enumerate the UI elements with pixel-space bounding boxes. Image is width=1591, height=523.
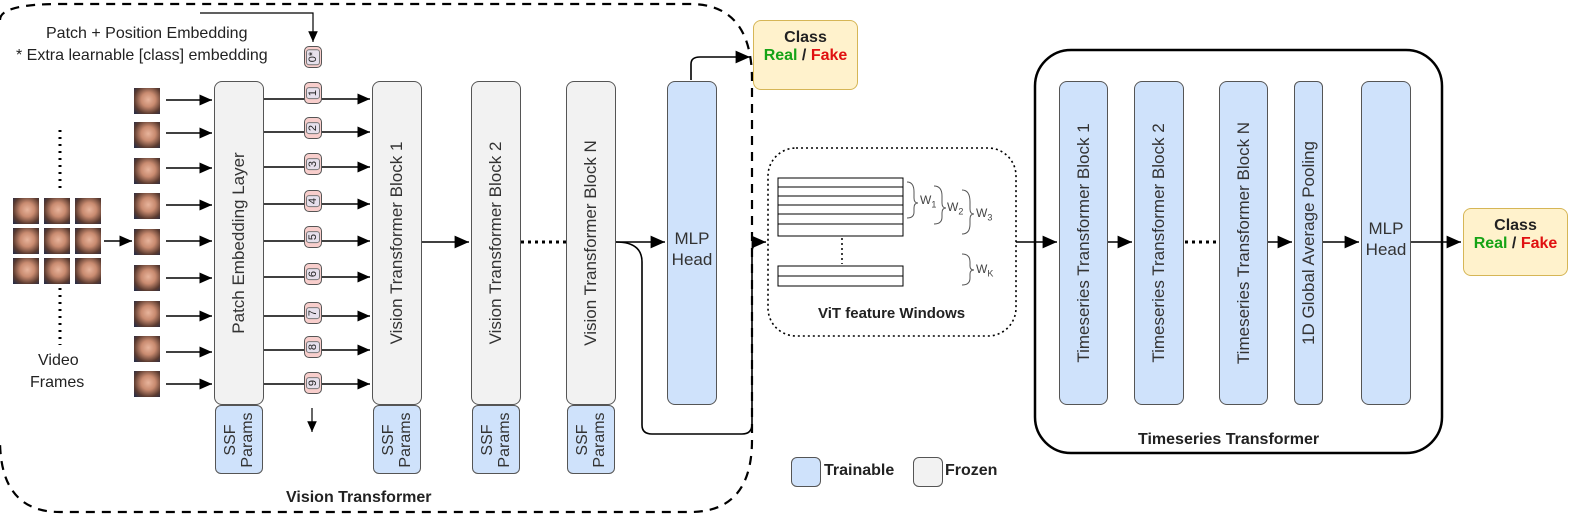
ts-mlp-label-2: Head [1365, 240, 1407, 259]
token: 1 [304, 82, 322, 104]
ts-block-2-label: Timeseries Transformer Block 2 [1149, 123, 1168, 363]
vit-block-n: Vision Transformer Block N [566, 81, 616, 405]
token-label: 2 [306, 121, 320, 135]
token-class: 0* [304, 46, 322, 68]
ssf-label-2: Params [239, 411, 256, 468]
frame-thumb [44, 228, 70, 254]
legend-trainable-label: Trainable [824, 462, 895, 479]
frame-thumb [44, 198, 70, 224]
frame-thumb [13, 258, 39, 284]
vit-mlp-label-2: Head [671, 250, 713, 269]
ssf-label-1: SSF [574, 423, 591, 456]
ssf-label-1: SSF [380, 423, 397, 456]
ts-block-n: Timeseries Transformer Block N [1219, 81, 1268, 405]
class-sep: / [1507, 235, 1521, 252]
ts-block-2: Timeseries Transformer Block 2 [1134, 81, 1184, 405]
class-real: Real [763, 47, 798, 64]
ts-block-1-label: Timeseries Transformer Block 1 [1073, 123, 1093, 363]
class-fake: Fake [1520, 235, 1558, 252]
patch-thumb [134, 371, 160, 397]
vit-block-2-label: Vision Transformer Block 2 [486, 141, 505, 345]
frame-thumb [75, 258, 101, 284]
token: 6 [304, 263, 322, 285]
legend-frozen-label: Frozen [945, 462, 998, 479]
frame-thumb [75, 228, 101, 254]
ts-block-n-label: Timeseries Transformer Block N [1233, 121, 1253, 365]
patch-thumb [134, 122, 160, 148]
ts-title: Timeseries Transformer [1138, 431, 1320, 448]
window-w3-label: W3 [976, 206, 993, 223]
video-frames-label-1: Video [38, 352, 79, 369]
ts-block-1: Timeseries Transformer Block 1 [1059, 81, 1108, 405]
legend-trainable-swatch [791, 457, 821, 487]
class-real: Real [1473, 235, 1508, 252]
patch-thumb [134, 301, 160, 327]
token-label: 1 [306, 86, 320, 100]
patch-embedding-layer: Patch Embedding Layer [214, 81, 264, 405]
frame-thumb [13, 198, 39, 224]
token: 4 [304, 190, 322, 212]
token: 7 [304, 302, 322, 324]
frame-thumb [44, 258, 70, 284]
patch-thumb [134, 229, 160, 255]
vit-mlp-head: MLP Head [667, 81, 717, 405]
token-label: 3 [306, 157, 320, 171]
ssf-label-2: Params [591, 411, 608, 468]
token-label: 4 [306, 194, 320, 208]
ts-mlp-label-1: MLP [1368, 219, 1404, 238]
patch-thumb [134, 336, 160, 362]
vit-block-n-label: Vision Transformer Block N [581, 140, 600, 346]
token-label: 8 [306, 340, 320, 354]
video-frames-label-2: Frames [30, 374, 85, 391]
class-output-vit: Class Real / Fake [753, 20, 858, 90]
token-label: 9 [306, 376, 320, 390]
class-title: Class [784, 29, 827, 46]
patch-thumb [134, 88, 160, 114]
window-w1-label: W1 [920, 193, 937, 210]
class-sep: / [797, 47, 811, 64]
token-label: 7 [306, 306, 320, 320]
vit-title: Vision Transformer [286, 489, 432, 506]
token: 8 [304, 336, 322, 358]
token-label: 0* [306, 48, 320, 66]
window-w2-label: W2 [947, 200, 964, 217]
class-title: Class [1494, 217, 1537, 234]
vit-block-2: Vision Transformer Block 2 [471, 81, 521, 405]
window-wk-label: WK [976, 262, 994, 279]
token: 3 [304, 153, 322, 175]
token-label: 5 [306, 230, 320, 244]
token-label: 6 [306, 267, 320, 281]
global-avg-pooling: 1D Global Average Pooling [1294, 81, 1323, 405]
class-fake: Fake [810, 47, 848, 64]
ssf-label-2: Params [496, 411, 513, 468]
ssf-label-1: SSF [222, 423, 239, 456]
class-output-ts: Class Real / Fake [1463, 208, 1568, 276]
vit-mlp-label-1: MLP [674, 229, 710, 248]
ssf-label-1: SSF [479, 423, 496, 456]
token: 5 [304, 226, 322, 248]
legend-frozen-swatch [913, 457, 943, 487]
ssf-label-2: Params [397, 411, 414, 468]
frame-thumb [75, 198, 101, 224]
vit-block-1-label: Vision Transformer Block 1 [387, 141, 406, 345]
embedding-note-line1: Patch + Position Embedding [46, 25, 248, 42]
global-avg-pooling-label: 1D Global Average Pooling [1298, 141, 1318, 345]
patch-thumb [134, 158, 160, 184]
token: 2 [304, 117, 322, 139]
frame-thumb [13, 228, 39, 254]
token: 9 [304, 372, 322, 394]
patch-embedding-label: Patch Embedding Layer [229, 152, 248, 334]
patch-thumb [134, 193, 160, 219]
vit-block-1: Vision Transformer Block 1 [372, 81, 422, 405]
windows-title: ViT feature Windows [818, 305, 966, 322]
patch-thumb [134, 265, 160, 291]
ts-mlp-head: MLP Head [1361, 81, 1411, 405]
frame-grid [13, 198, 103, 284]
embedding-note-line2: * Extra learnable [class] embedding [16, 47, 268, 64]
